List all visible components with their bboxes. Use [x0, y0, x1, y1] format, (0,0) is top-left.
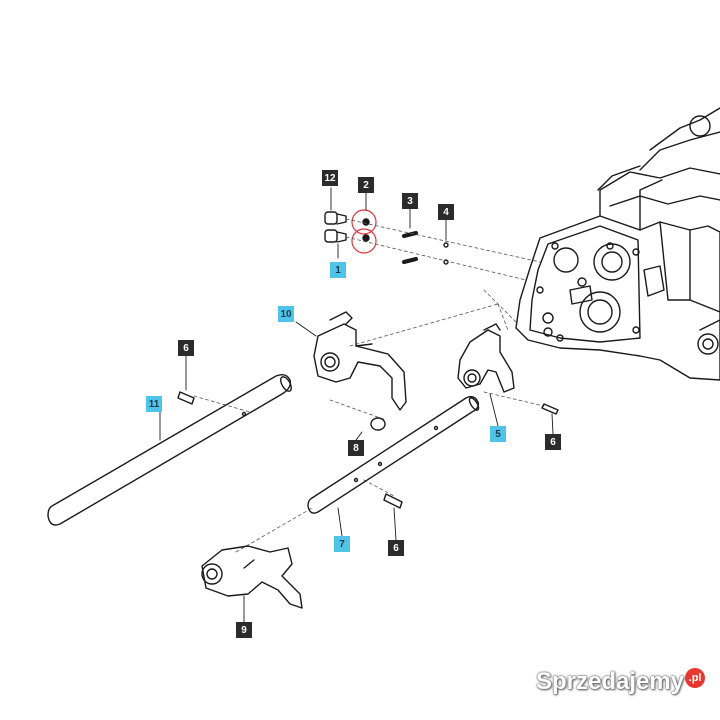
ball-8 [370, 417, 386, 431]
callout-3: 3 [402, 193, 418, 209]
callout-2: 2 [358, 177, 374, 193]
callout-6-left: 6 [178, 340, 194, 356]
leader-lines [159, 187, 554, 623]
callout-9: 9 [236, 622, 252, 638]
callout-7: 7 [334, 536, 350, 552]
shift-rod-7 [307, 395, 480, 514]
pins [177, 391, 559, 509]
small-balls [443, 242, 449, 265]
callout-4: 4 [438, 204, 454, 220]
shift-fork-10 [313, 311, 407, 411]
callout-10: 10 [278, 306, 294, 322]
callout-11: 11 [146, 396, 162, 412]
shift-fork-9 [201, 545, 303, 609]
callout-8: 8 [348, 440, 364, 456]
shift-fork-5 [457, 323, 515, 393]
callout-12: 12 [322, 170, 338, 186]
watermark-logo: Sprzedajemy.pl [536, 668, 706, 696]
callout-1: 1 [330, 262, 346, 278]
plug-parts [324, 211, 347, 243]
highlight-circles [351, 209, 377, 254]
watermark-tld: .pl [685, 668, 706, 688]
callout-5: 5 [490, 426, 506, 442]
callout-6-right: 6 [545, 434, 561, 450]
watermark-brand: Sprzedajemy [536, 668, 685, 695]
gearbox-housing [515, 107, 720, 381]
assembly-lines [193, 218, 545, 553]
springs [402, 231, 418, 264]
shift-rod-11 [47, 373, 292, 526]
callout-6-bottom: 6 [388, 540, 404, 556]
